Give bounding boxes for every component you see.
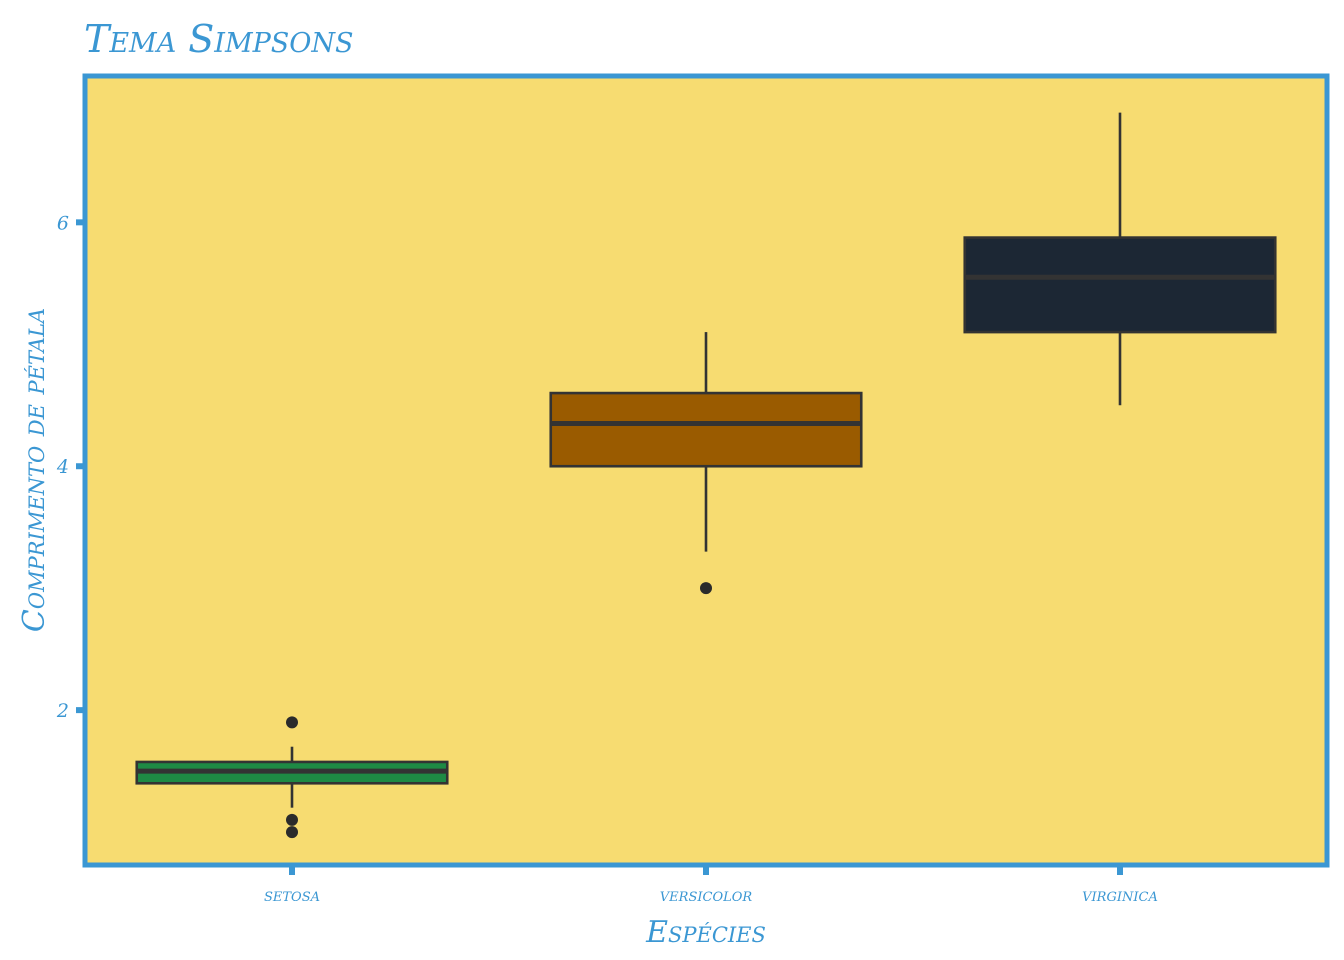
chart-title: Tema Simpsons bbox=[84, 17, 354, 61]
x-axis-title: Espécies bbox=[645, 915, 766, 950]
box-versicolor bbox=[549, 332, 863, 595]
y-axis: 2 4 6 bbox=[56, 212, 85, 722]
outlier-point bbox=[286, 813, 298, 826]
x-tick-label-versicolor: versicolor bbox=[660, 884, 753, 906]
x-axis: setosa versicolor virginica bbox=[264, 865, 1158, 906]
x-tick-label-virginica: virginica bbox=[1082, 884, 1158, 906]
y-axis-title: Comprimento de pétala bbox=[17, 308, 52, 632]
box-virginica bbox=[963, 112, 1277, 406]
y-tick-label: 2 bbox=[56, 700, 69, 722]
outlier-point bbox=[700, 582, 712, 595]
y-tick-label: 4 bbox=[56, 456, 69, 478]
outlier-point bbox=[286, 826, 298, 839]
outlier-point bbox=[286, 716, 298, 729]
box-layer bbox=[135, 112, 1277, 839]
box-iqr bbox=[549, 391, 863, 468]
box-iqr bbox=[963, 236, 1277, 334]
box-setosa bbox=[135, 716, 449, 839]
x-tick-label-setosa: setosa bbox=[264, 884, 320, 906]
y-tick-label: 6 bbox=[57, 212, 69, 234]
